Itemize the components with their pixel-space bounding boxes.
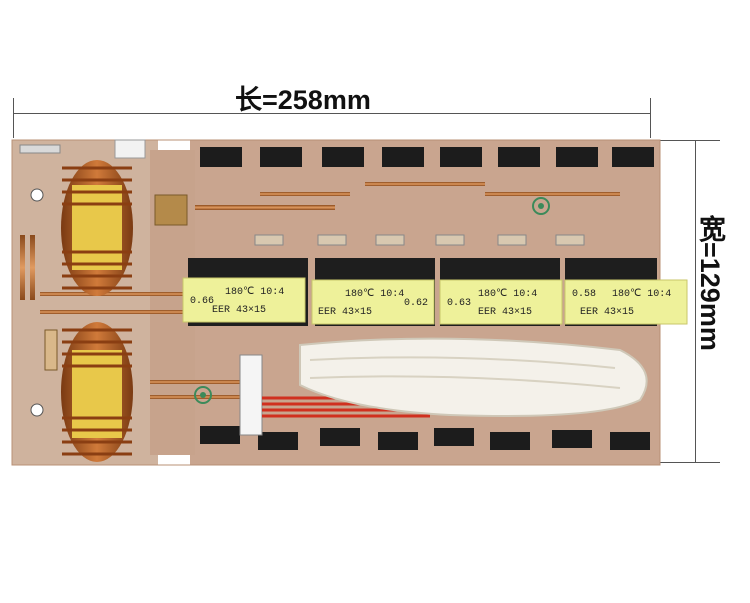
top-mosfet-row bbox=[200, 147, 654, 167]
transformer-1-model: EER 43×15 bbox=[212, 305, 266, 316]
transformer-3-rating: 180℃ 10:4 bbox=[478, 289, 537, 300]
width-dimension-label: 宽=129mm bbox=[695, 215, 725, 351]
toroid-inductor-top bbox=[61, 160, 133, 296]
transformer-label-2: 180℃ 10:4 EER 43×15 0.62 bbox=[311, 279, 435, 325]
transformer-4-note: 0.58 bbox=[572, 289, 596, 300]
transformer-4-model: EER 43×15 bbox=[580, 307, 634, 318]
transformer-label-4: 180℃ 10:4 EER 43×15 0.58 bbox=[564, 279, 688, 325]
white-sleeved-cable bbox=[299, 337, 648, 417]
transformer-label-3: 180℃ 10:4 EER 43×15 0.63 bbox=[439, 279, 563, 325]
transformer-4-rating: 180℃ 10:4 bbox=[612, 289, 671, 300]
length-dimension-line bbox=[13, 113, 651, 114]
width-tick-bottom bbox=[650, 462, 720, 463]
bottom-mosfet-row bbox=[200, 426, 650, 450]
transformer-3-model: EER 43×15 bbox=[478, 307, 532, 318]
width-dimension-line bbox=[695, 140, 696, 462]
transformer-2-note: 0.62 bbox=[404, 298, 428, 309]
small-components bbox=[19, 139, 585, 436]
length-tick-right bbox=[650, 98, 651, 138]
transformer-label-1: 180℃ 10:4 EER 43×15 0.66 bbox=[182, 277, 306, 323]
length-tick-left bbox=[13, 98, 14, 138]
transformer-2-model: EER 43×15 bbox=[318, 307, 372, 318]
toroid-inductor-bottom bbox=[61, 322, 133, 462]
transformer-1-rating: 180℃ 10:4 bbox=[225, 287, 284, 298]
transformer-2-rating: 180℃ 10:4 bbox=[345, 289, 404, 300]
transformer-1-note: 0.66 bbox=[190, 296, 214, 307]
width-tick-top bbox=[650, 140, 720, 141]
transformer-3-note: 0.63 bbox=[447, 298, 471, 309]
length-dimension-label: 长=258mm bbox=[235, 85, 371, 115]
